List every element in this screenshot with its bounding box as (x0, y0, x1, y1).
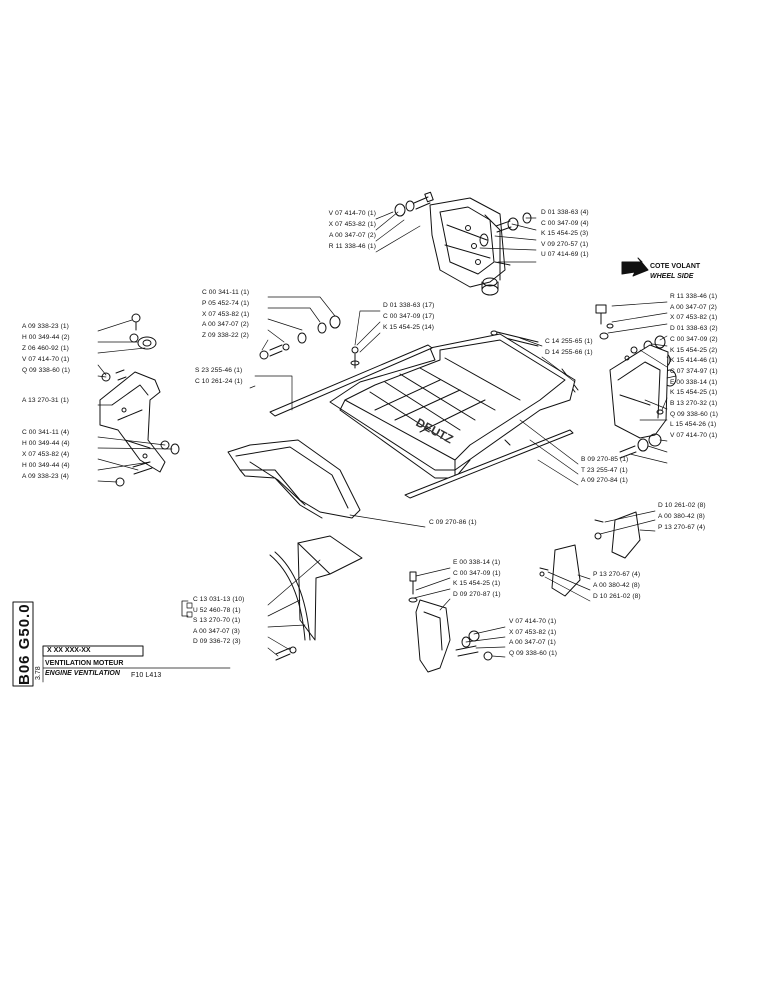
part-code: X XX XXX-XX (47, 647, 91, 654)
wheel-side-arrow (621, 257, 649, 277)
callout-bottom-right: A 00 347-07 (1) (509, 639, 556, 646)
callout-left-bracket-bottom: A 09 338-23 (4) (22, 473, 69, 480)
callout-right-bracket: V 07 414-70 (1) (670, 432, 718, 440)
callout-top-left-group: V 07 414-70 (1) (328, 210, 376, 217)
callout-rods: D 14 255-66 (1) (545, 349, 593, 356)
callout-left-bracket-top: V 07 414-70 (1) (22, 356, 70, 363)
callout-panel: T 23 255-47 (1) (581, 466, 628, 474)
callout-small-right-b: P 13 270-67 (4) (593, 571, 641, 578)
callout-center-top-right: D 01 338-63 (17) (383, 302, 435, 309)
callout-bottom-right: Q 09 338-60 (1) (509, 649, 558, 657)
callout-center-top-left: P 05 452-74 (1) (202, 299, 250, 307)
title-en: ENGINE VENTILATION (45, 670, 120, 677)
callout-center-top-right: C 00 347-09 (17) (383, 312, 435, 320)
callout-top-right-group: V 09 270-57 (1) (541, 240, 589, 248)
callout-bottom-right: V 07 414-70 (1) (509, 618, 557, 625)
callout-right-bracket: B 13 270-32 (1) (670, 400, 718, 407)
callout-left-bracket-top: Q 09 338-60 (1) (22, 367, 71, 374)
callout-bottom-left: D 09 336-72 (3) (193, 638, 241, 646)
callout-small-right-a: D 10 261-02 (8) (658, 502, 706, 509)
bracket-box-a (186, 602, 193, 609)
title-block-divider (42, 655, 231, 683)
callout-bottom-left: S 13 270-70 (1) (193, 617, 241, 625)
callout-bottom-center: K 15 454-25 (1) (453, 580, 501, 587)
main-panel: DEUTZ (269, 333, 576, 499)
callout-center-left: S 23 255-46 (1) (195, 367, 243, 374)
callout-left-bracket-top: H 00 349-44 (2) (22, 334, 70, 341)
bracket-box-b (186, 611, 193, 618)
top-bracket (394, 191, 532, 296)
callout-left-bracket-mid: A 13 270-31 (1) (22, 397, 69, 404)
callout-left-bracket-top: Z 06 460-92 (1) (22, 345, 69, 352)
models: F10 L413 (131, 672, 162, 679)
callout-right-bracket: D 01 338-63 (2) (670, 325, 718, 333)
wheel-side-en: WHEEL SIDE (650, 273, 694, 280)
callout-left-bracket-bottom: H 00 349-44 (4) (22, 462, 70, 469)
cover-shell (227, 439, 361, 519)
callout-right-bracket: A 00 347-07 (2) (670, 303, 717, 311)
callout-center-left: C 10 261-24 (1) (195, 377, 243, 385)
callout-right-bracket: R 11 338-46 (1) (670, 293, 718, 300)
callout-left-bracket-bottom: H 00 349-44 (4) (22, 440, 70, 447)
callout-top-right-group: D 01 338-63 (4) (541, 209, 589, 216)
callout-top-left-group: R 11 338-46 (1) (328, 243, 376, 250)
callout-bottom-right: X 07 453-82 (1) (509, 628, 557, 636)
callout-left-bracket-bottom: C 00 341-11 (4) (22, 429, 70, 436)
callout-center-top-left: X 07 453-82 (1) (202, 310, 250, 318)
callout-left-bracket-bottom: X 07 453-82 (4) (22, 451, 70, 458)
callout-top-left-group: X 07 453-82 (1) (328, 221, 376, 228)
callout-bottom-center: E 00 338-14 (1) (453, 559, 501, 566)
bottom-left-plate (269, 535, 363, 661)
callout-top-right-group: K 15 454-25 (3) (541, 230, 589, 237)
callout-center-top-left: C 00 341-11 (1) (202, 289, 250, 296)
callout-right-bracket: K 15 454-25 (1) (670, 389, 718, 397)
callout-small-right-b: D 10 261-02 (8) (593, 593, 641, 600)
leader-lines (97, 211, 677, 658)
callout-small-right-a: A 00 380-42 (8) (658, 513, 705, 520)
callout-cover: C 09 270-86 (1) (429, 519, 477, 526)
bottom-duct (408, 571, 493, 673)
center-top-hardware (259, 315, 579, 393)
callout-right-bracket: E 00 338-14 (1) (670, 378, 718, 386)
callout-bottom-left: U 52 460-78 (1) (193, 606, 241, 614)
callout-bottom-center: C 00 347-09 (1) (453, 569, 501, 577)
title-fr: VENTILATION MOTEUR (45, 660, 124, 667)
sheet-number: B06 G50.0 (16, 603, 33, 685)
callout-bottom-left: A 00 347-07 (3) (193, 627, 240, 635)
callout-panel: A 09 270-84 (1) (581, 477, 628, 484)
issue-date: 3.78 (35, 666, 42, 680)
left-bracket (99, 313, 180, 487)
bottom-left-bracket-symbol (181, 600, 189, 617)
sheet-number-frame (12, 601, 34, 687)
callout-panel: B 09 270-85 (1) (581, 456, 629, 463)
callout-bottom-center: D 09 270-87 (1) (453, 590, 501, 598)
callout-center-top-left: Z 09 338-22 (2) (202, 332, 249, 340)
callout-small-right-a: P 13 270-67 (4) (658, 524, 706, 531)
callout-center-top-left: A 00 347-07 (2) (202, 321, 249, 329)
callout-right-bracket: X 07 453-82 (1) (670, 314, 718, 322)
callout-top-left-group: A 00 347-07 (2) (329, 232, 376, 239)
small-right-parts (539, 511, 641, 597)
callout-right-bracket: C 00 347-09 (2) (670, 335, 718, 343)
callout-small-right-b: A 00 380-42 (8) (593, 582, 640, 589)
callout-top-right-group: C 00 347-09 (4) (541, 219, 589, 227)
callout-top-right-group: U 07 414-69 (1) (541, 251, 589, 258)
callout-right-bracket: K 15 414-46 (1) (670, 357, 718, 365)
callout-bottom-left: C 13 031-13 (10) (193, 596, 245, 603)
wheel-side-fr: COTE VOLANT (650, 263, 701, 270)
callout-right-bracket: C 07 374-97 (1) (670, 367, 718, 375)
callout-left-bracket-top: A 09 338-23 (1) (22, 323, 69, 330)
right-bracket (595, 304, 677, 459)
callout-rods: C 14 255-65 (1) (545, 338, 593, 345)
callout-center-top-right: K 15 454-25 (14) (383, 323, 435, 331)
callout-right-bracket: Q 09 338-60 (1) (670, 410, 719, 418)
callout-right-bracket: K 15 454-25 (2) (670, 346, 718, 354)
title-block-frame (42, 645, 144, 657)
callout-right-bracket: L 15 454-26 (1) (670, 421, 717, 429)
